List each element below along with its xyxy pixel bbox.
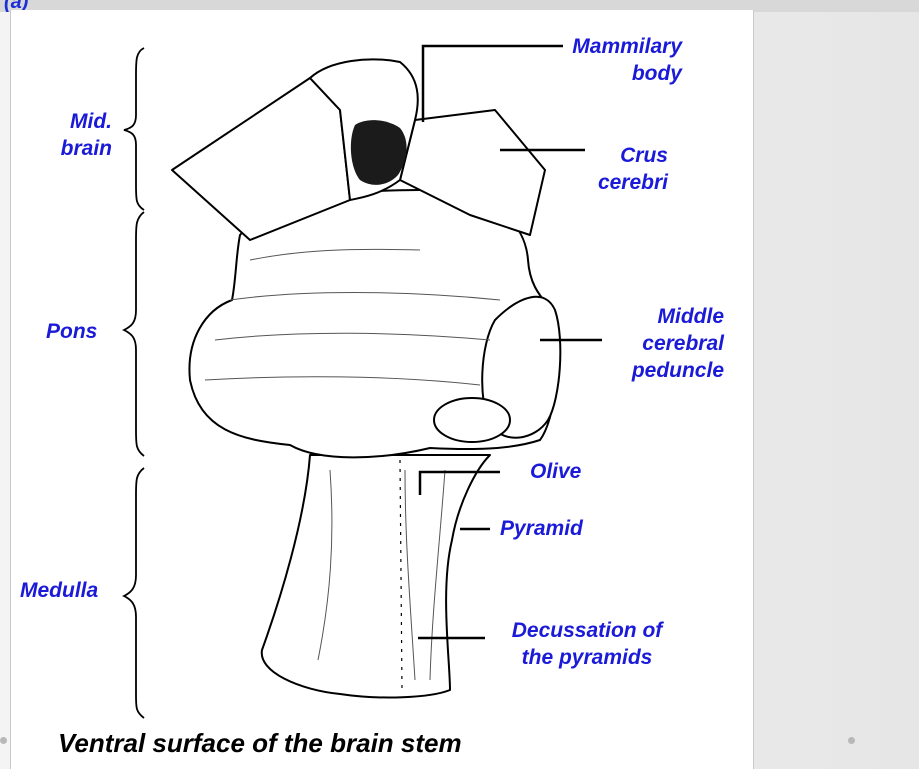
medulla-label: Medulla: [20, 577, 98, 604]
olive-label: Olive: [530, 458, 581, 485]
diagram-caption: Ventral surface of the brain stem: [58, 728, 462, 759]
pyramid-label: Pyramid: [500, 515, 583, 542]
pons-label: Pons: [46, 318, 97, 345]
slide-dot-left: [0, 737, 7, 744]
crus-cerebri-label: Crus cerebri: [570, 142, 668, 196]
middle-cerebral-peduncle-label: Middle cerebral peduncle: [582, 303, 724, 384]
brace-pons: [124, 212, 144, 456]
midbrain-label: Mid. brain: [38, 108, 112, 162]
decussation-label: Decussation of the pyramids: [482, 617, 692, 671]
medulla-shape: [262, 455, 490, 697]
olive-shape: [434, 398, 510, 442]
brace-medulla: [124, 468, 144, 718]
slide-dot-right: [848, 737, 855, 744]
brace-midbrain: [124, 48, 144, 210]
mammilary-body-label: Mammilary body: [552, 33, 682, 87]
